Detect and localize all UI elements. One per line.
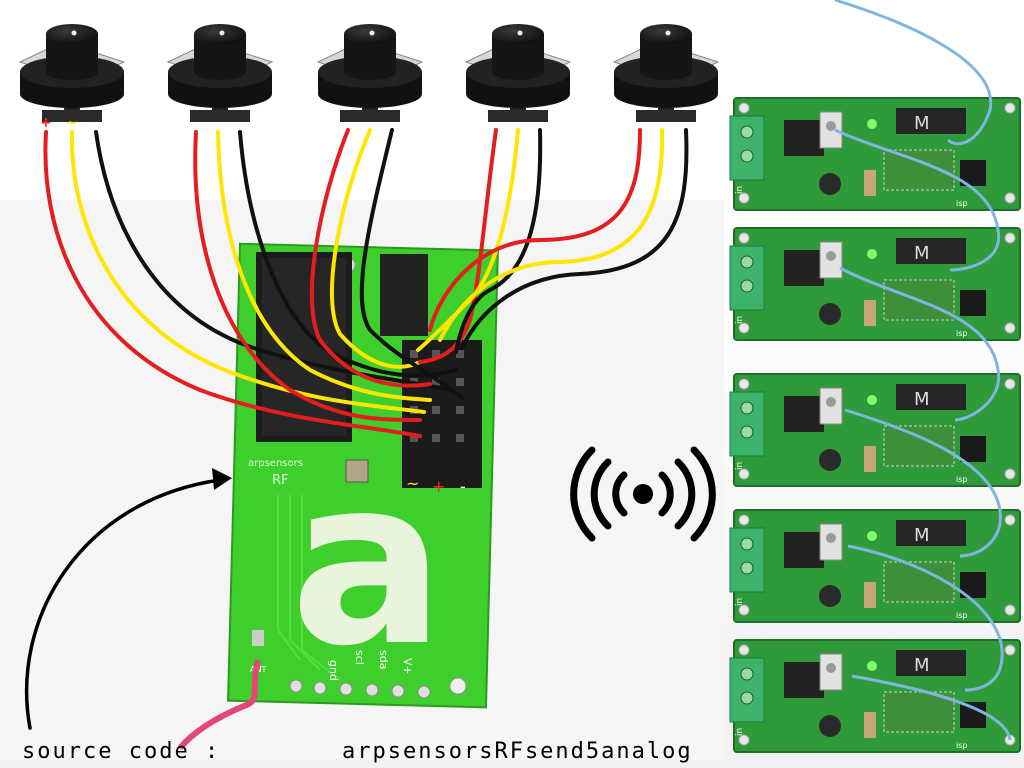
- pin-label-gnd: gnd: [327, 660, 340, 681]
- pot-pin-labels: + ~ -: [40, 115, 98, 131]
- pin-header-top: [380, 254, 428, 336]
- receiver-board-5: [729, 639, 1021, 753]
- pot-label-plus: +: [40, 115, 52, 131]
- solder-pad: [345, 459, 369, 483]
- pot-wires: [43, 128, 689, 438]
- antenna-wires: [834, 0, 1012, 741]
- pot-label-signal: ~: [66, 115, 78, 131]
- pin-label-vplus: V+: [401, 658, 414, 675]
- caption-label: source code :: [22, 739, 221, 764]
- antenna-cable: [177, 659, 261, 750]
- silkscreen-rf: RF: [272, 473, 289, 488]
- header-label-signal: ~: [406, 474, 419, 493]
- logo-letter: a: [290, 430, 445, 697]
- header-label-plus: +: [432, 477, 445, 496]
- pin-label-sda: sda: [377, 650, 390, 669]
- silkscreen-brand: arpsensors: [248, 458, 303, 469]
- caption-filename[interactable]: arpsensorsRFsend5analog: [342, 739, 693, 764]
- receiver-board-3: [729, 373, 1021, 487]
- arrow-icon: [24, 468, 232, 730]
- pot-label-minus: -: [92, 115, 98, 131]
- pin-label-scl: scl: [353, 650, 366, 665]
- wireless-signal-icon: [570, 446, 716, 542]
- header-label-minus: -: [460, 477, 466, 496]
